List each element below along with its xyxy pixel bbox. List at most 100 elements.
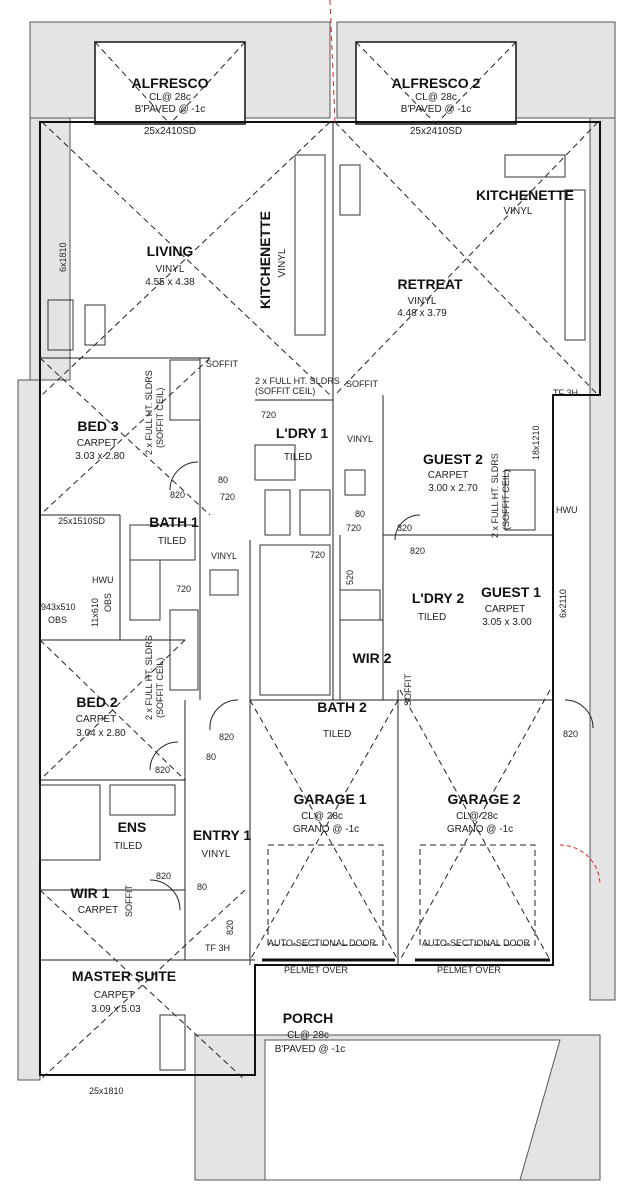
guest2-label: GUEST 2: [423, 451, 483, 467]
window-25x1810: 25x1810: [89, 1086, 124, 1096]
bed2-size: 3.04 x 2.80: [76, 728, 126, 739]
porch-floor: B'PAVED @ -1c: [275, 1044, 346, 1055]
window-11x610: 11x610: [90, 598, 100, 627]
garage2-label: GARAGE 2: [447, 791, 520, 807]
red-boundary: [329, 0, 336, 123]
retreat-floor: VINYL: [408, 296, 437, 307]
hwu-right: HWU: [556, 505, 578, 515]
alfresco2-area: [355, 41, 517, 125]
window-943x510: 943x510: [41, 602, 76, 612]
alfresco-area: [94, 41, 246, 125]
pelmet-1: PELMET OVER: [284, 965, 348, 975]
fixtures: [39, 154, 586, 1071]
full-ht-sldrs-kitchen: 2 x FULL HT. SLDRS: [255, 376, 340, 386]
bed2-floor: CARPET: [76, 714, 117, 725]
guest2-floor: CARPET: [428, 470, 469, 481]
wir1-label: WIR 1: [71, 885, 110, 901]
living-size: 4.55 x 4.38: [145, 277, 195, 288]
alfresco-ceiling: CL@ 28c: [149, 92, 191, 103]
dim-720-a: 720: [261, 410, 276, 420]
dim-80-b: 80: [355, 509, 365, 519]
dim-820-g: 820: [156, 871, 171, 881]
garage2-floor: GRANO @ -1c: [447, 824, 513, 835]
dim-820-h: 820: [225, 920, 235, 935]
entry1-label: ENTRY 1: [193, 827, 252, 843]
guest2-size: 3.00 x 2.70: [428, 483, 478, 494]
bath1-label: BATH 1: [149, 514, 199, 530]
dim-720-c: 720: [176, 584, 191, 594]
garage1-label: GARAGE 1: [293, 791, 366, 807]
master-floor: CARPET: [94, 990, 135, 1001]
dim-820-c: 820: [410, 546, 425, 556]
master-label: MASTER SUITE: [72, 968, 176, 984]
soffit-note-4: SOFFIT: [124, 885, 134, 917]
kitchenette2-floor: VINYL: [504, 206, 533, 217]
vinyl-hall-1: VINYL: [347, 434, 373, 444]
bed3-size: 3.03 x 2.80: [75, 451, 125, 462]
hwu-left: HWU: [92, 575, 114, 585]
kitchenette1-floor: VINYL: [277, 248, 288, 277]
window-6x1810: 6x1810: [58, 242, 68, 272]
roof-lines: [39, 41, 599, 1081]
full-ht-sldrs-bed3: 2 x FULL HT. SLDRS: [144, 370, 154, 455]
dim-820-a: 820: [170, 490, 185, 500]
pelmet-2: PELMET OVER: [437, 965, 501, 975]
dim-80-a: 80: [218, 475, 228, 485]
bath1-floor: TILED: [158, 536, 186, 547]
living-floor: VINYL: [156, 264, 185, 275]
dim-520: 520: [345, 570, 355, 585]
soffit-ceil-bed2: (SOFFIT CEIL): [155, 658, 165, 718]
guest1-label: GUEST 1: [481, 584, 541, 600]
alfresco2-floor: B'PAVED @ -1c: [401, 104, 472, 115]
porch-label: PORCH: [283, 1010, 334, 1026]
tf3h-top: TF 3H: [553, 388, 578, 398]
doors: [149, 461, 594, 911]
dim-820-b: 820: [397, 523, 412, 533]
soffit-note-1: SOFFIT: [206, 359, 238, 369]
window-25x1510sd: 25x1510SD: [58, 516, 106, 526]
window-18x1210: 18x1210: [531, 425, 541, 460]
dim-720-e: 720: [346, 523, 361, 533]
dim-80-c: 80: [206, 752, 216, 762]
dim-820-f: 820: [155, 765, 170, 775]
exterior-surround: [17, 21, 616, 1181]
dim-720-b: 720: [220, 492, 235, 502]
driveway: [264, 1039, 561, 1181]
auto-door-1: AUTO-SECTIONAL DOOR: [268, 938, 377, 948]
bed3-label: BED 3: [77, 418, 118, 434]
kitchenette1-label: KITCHENETTE: [257, 211, 273, 309]
living-label: LIVING: [147, 243, 194, 259]
full-ht-sldrs-bed2: 2 x FULL HT. SLDRS: [144, 635, 154, 720]
bath2-label: BATH 2: [317, 699, 367, 715]
guest1-floor: CARPET: [485, 604, 526, 615]
garage1-ceiling: CL@ 28c: [301, 811, 343, 822]
guest1-size: 3.05 x 3.00: [482, 617, 532, 628]
ens-floor: TILED: [114, 841, 142, 852]
soffit-ceil-guest2: (SOFFIT CEIL): [501, 470, 511, 530]
laundry2-floor: TILED: [418, 612, 446, 623]
alfresco-label: ALFRESCO: [132, 75, 209, 91]
vinyl-hall-2: VINYL: [211, 551, 237, 561]
auto-door-2: AUTO-SECTIONAL DOOR: [422, 938, 531, 948]
alfresco-door: 25x2410SD: [144, 126, 196, 137]
soffit-note-2: SOFFIT: [346, 379, 378, 389]
window-obs: OBS: [48, 615, 67, 625]
laundry1-label: L'DRY 1: [276, 425, 329, 441]
tf3h-entry: TF 3H: [205, 943, 230, 953]
retreat-size: 4.48 x 3.79: [397, 308, 447, 319]
window-6x2110: 6x2110: [558, 589, 568, 618]
bed3-floor: CARPET: [77, 438, 118, 449]
dim-820-d: 820: [219, 732, 234, 742]
dim-720-d: 720: [310, 550, 325, 560]
full-ht-sldrs-guest2: 2 x FULL HT. SLDRS: [490, 453, 500, 538]
dim-80-d: 80: [197, 882, 207, 892]
red-arc: [559, 844, 601, 886]
porch-ceiling: CL@ 28c: [287, 1030, 329, 1041]
entry1-floor: VINYL: [202, 849, 231, 860]
garage-inner: [267, 844, 536, 946]
house-outline: [39, 121, 601, 1076]
alfresco2-ceiling: CL@ 28c: [415, 92, 457, 103]
garage2-ceiling: CL@ 28c: [456, 811, 498, 822]
dim-820-e: 820: [563, 729, 578, 739]
